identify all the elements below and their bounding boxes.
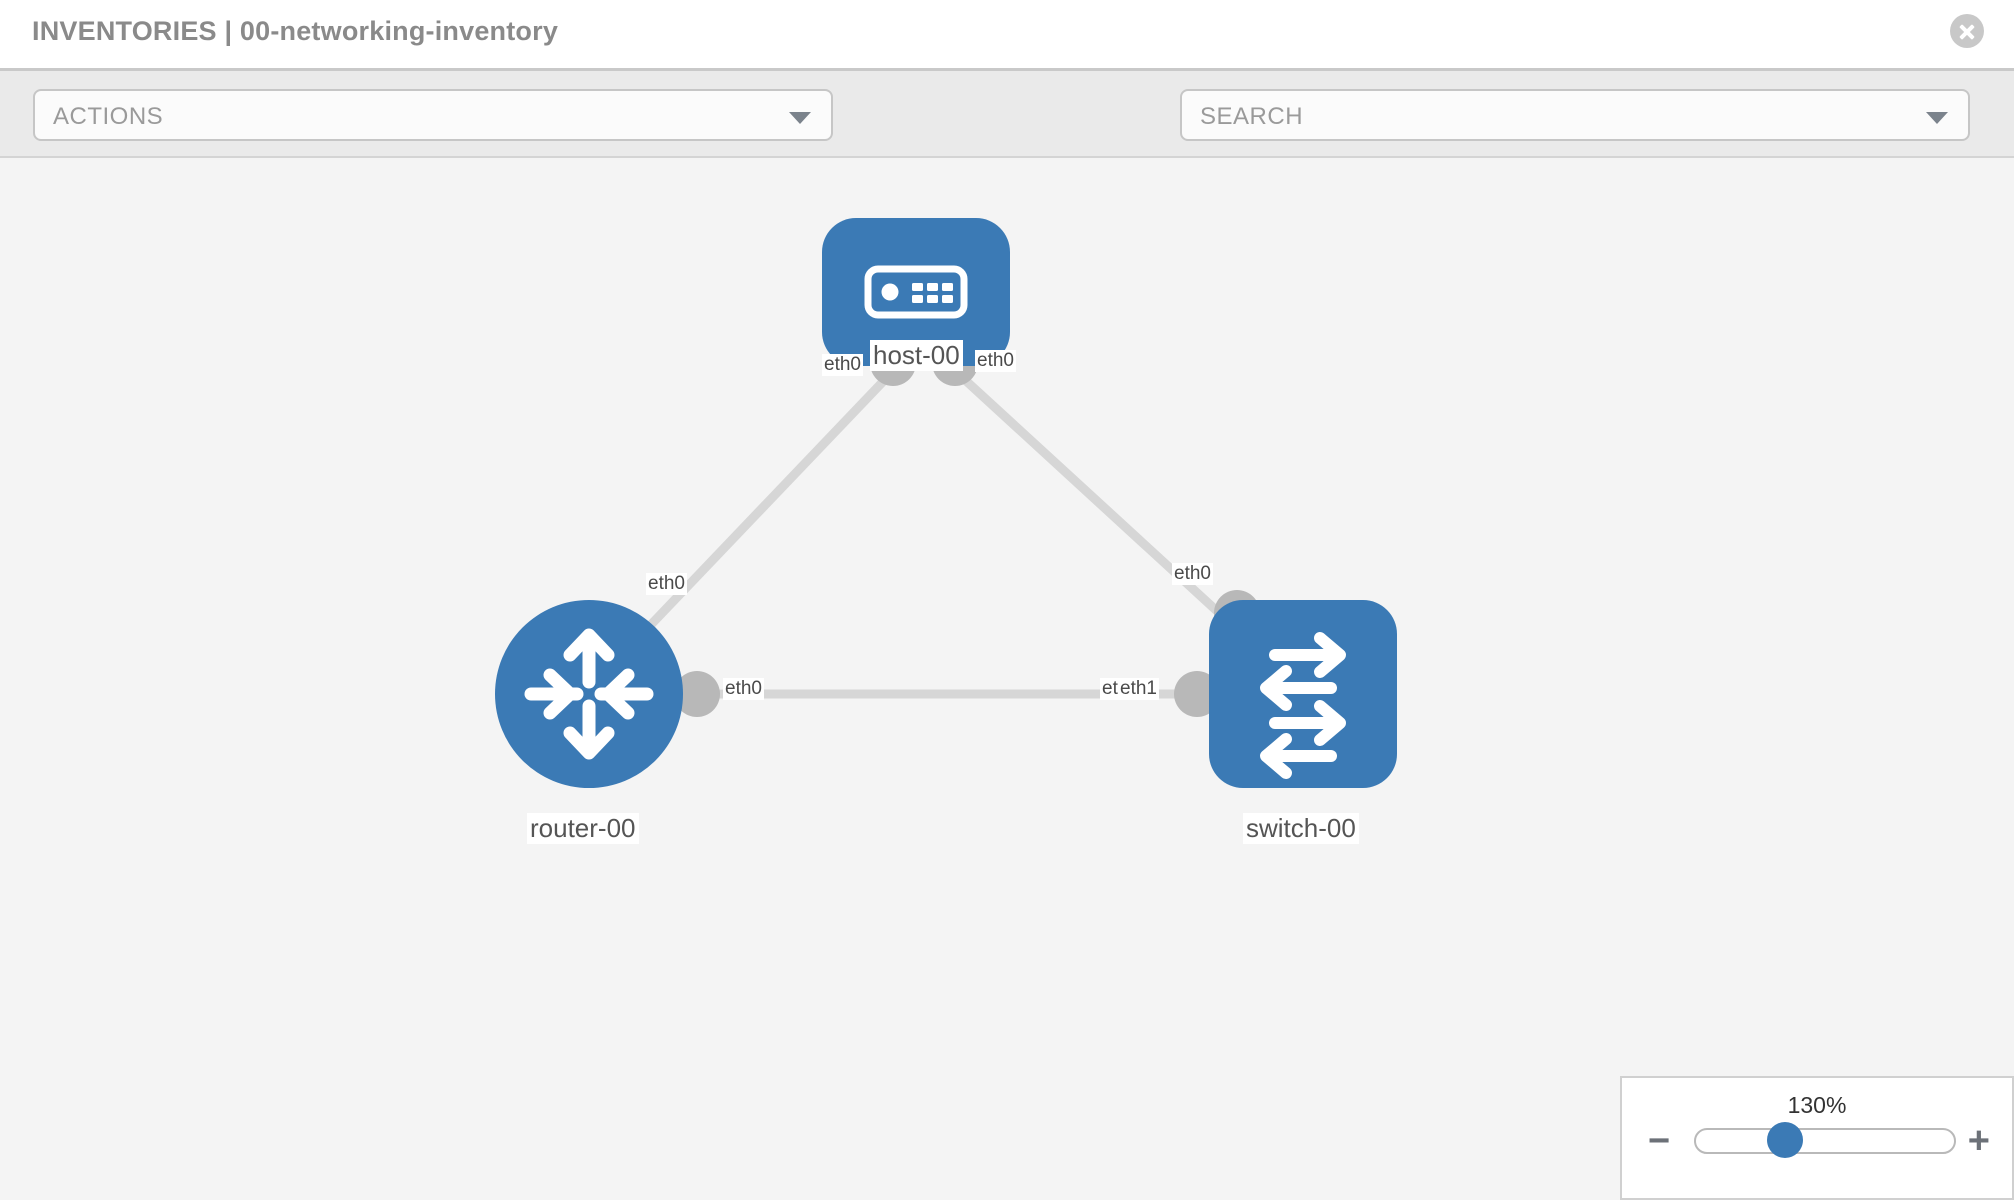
topology-graph xyxy=(495,218,1397,788)
port-layer xyxy=(674,340,1260,717)
edge-label-host-right: eth0 xyxy=(975,350,1016,372)
toolbar: ACTIONS SEARCH xyxy=(0,68,2014,196)
plus-icon[interactable]: + xyxy=(1967,1120,1990,1162)
search-placeholder: SEARCH xyxy=(1200,103,1304,130)
router-arrows-icon xyxy=(524,628,654,760)
actions-dropdown-label: ACTIONS xyxy=(53,103,164,130)
port-switch-left xyxy=(1174,671,1220,717)
actions-dropdown[interactable]: ACTIONS xyxy=(33,89,833,141)
zoom-slider-thumb[interactable] xyxy=(1767,1122,1803,1158)
page-header: INVENTORIES | 00-networking-inventory xyxy=(0,0,2014,68)
zoom-control: 130% − + xyxy=(1620,1076,2014,1200)
node-router-00 xyxy=(495,600,683,788)
node-label-switch-00: switch-00 xyxy=(1243,813,1359,844)
server-icon xyxy=(864,265,968,319)
page-title: INVENTORIES | 00-networking-inventory xyxy=(32,16,559,46)
edge-label-switch-eth1: eth1 xyxy=(1118,678,1159,700)
port-router-right xyxy=(674,671,720,717)
edge-label-router-right: eth0 xyxy=(723,678,764,700)
node-host-00 xyxy=(822,218,1010,366)
node-switch-00 xyxy=(1209,600,1397,788)
edge-label-router-up: eth0 xyxy=(646,573,687,595)
switch-arrows-icon xyxy=(1260,632,1346,779)
chevron-down-icon xyxy=(1926,112,1948,124)
edge-label-switch-up: eth0 xyxy=(1172,563,1213,585)
search-input[interactable]: SEARCH xyxy=(1180,89,1970,141)
zoom-slider-track[interactable] xyxy=(1694,1128,1956,1154)
chevron-down-icon xyxy=(789,112,811,124)
node-label-host-00: host-00 xyxy=(870,340,963,371)
minus-icon[interactable]: − xyxy=(1648,1120,1671,1162)
link-layer xyxy=(596,364,1294,699)
edge-label-host-left: eth0 xyxy=(822,354,863,376)
node-label-router-00: router-00 xyxy=(527,813,639,844)
close-icon[interactable] xyxy=(1950,14,1984,48)
topology-canvas[interactable]: host-00 router-00 switch-00 eth0 eth0 et… xyxy=(0,158,2014,1200)
zoom-level-value: 130% xyxy=(1787,1092,1847,1118)
